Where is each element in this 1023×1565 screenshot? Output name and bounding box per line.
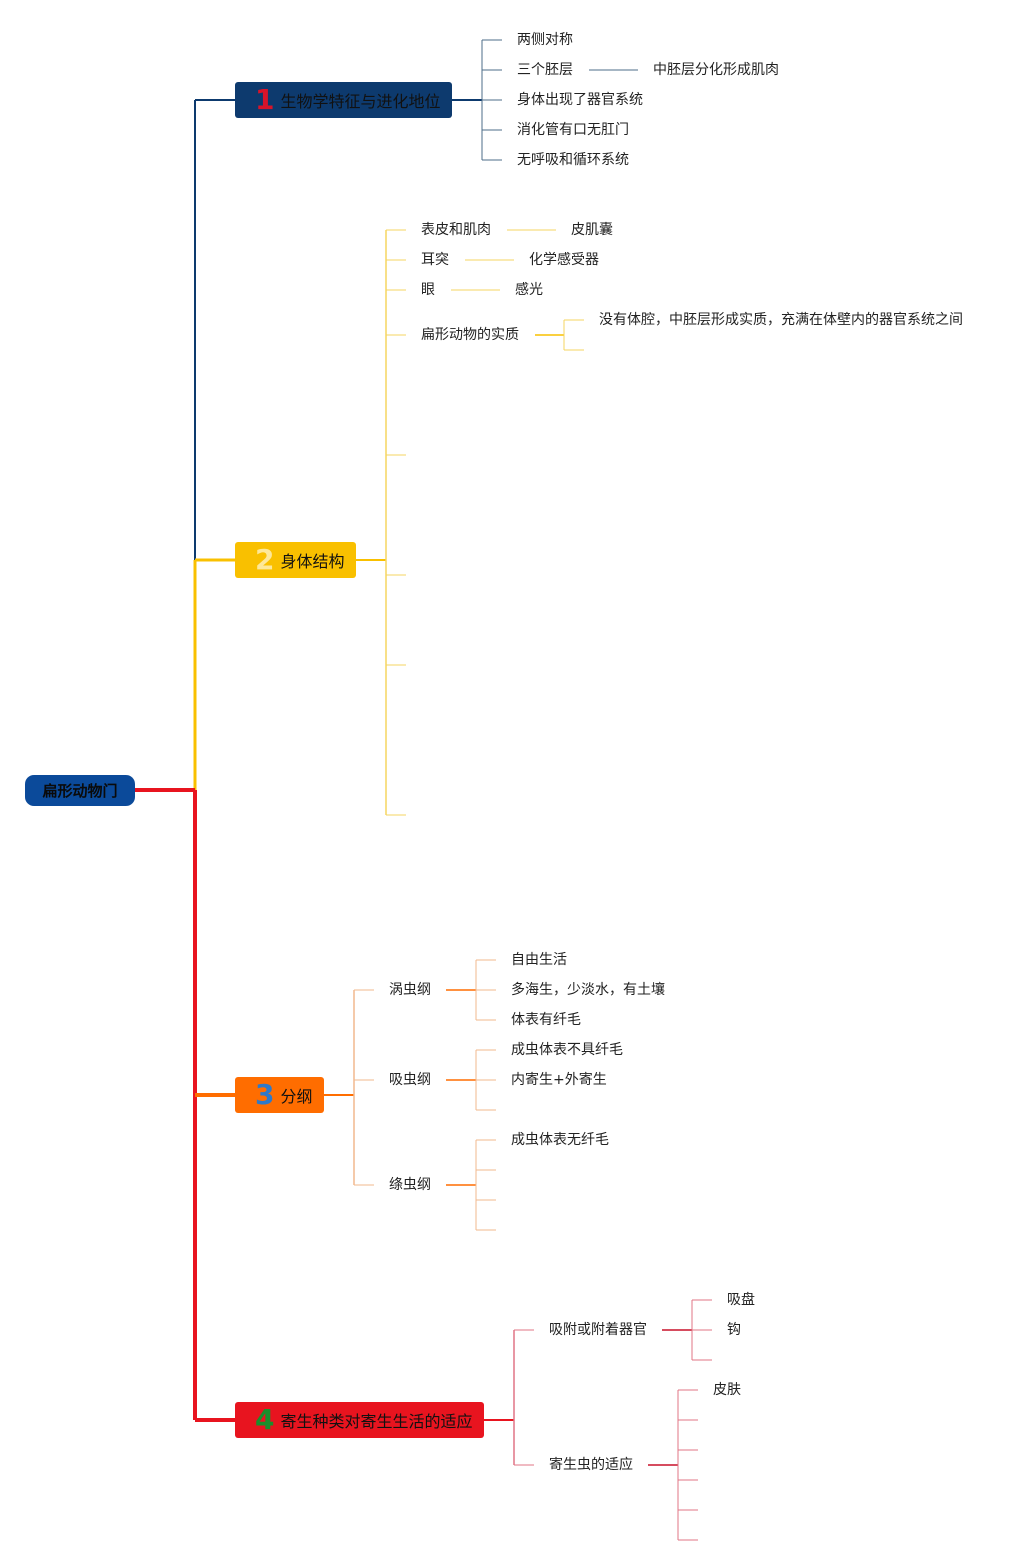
topic-实质说明[interactable]: 没有体腔，中胚层形成实质，充满在体壁内的器官系统之间: [599, 312, 963, 328]
branch-3-number: 3: [255, 1078, 275, 1111]
topic-成虫体表不具纤毛[interactable]: 成虫体表不具纤毛: [511, 1042, 623, 1058]
branch-3-topic[interactable]: 3 分纲: [235, 1077, 324, 1113]
topic-感光[interactable]: 感光: [515, 282, 543, 298]
topic-寄生虫的适应[interactable]: 寄生虫的适应: [549, 1457, 633, 1473]
branch-2-number: 2: [255, 543, 275, 576]
topic-体表有纤毛[interactable]: 体表有纤毛: [511, 1012, 581, 1028]
topic-化学感受器[interactable]: 化学感受器: [529, 252, 599, 268]
branch-4-number: 4: [255, 1403, 275, 1436]
topic-眼[interactable]: 眼: [421, 282, 435, 298]
topic-两侧对称[interactable]: 两侧对称: [517, 32, 573, 48]
topic-表皮和肌肉[interactable]: 表皮和肌肉: [421, 222, 491, 238]
branch-1-number: 1: [255, 83, 275, 116]
topic-涡虫纲[interactable]: 涡虫纲: [389, 982, 431, 998]
topic-器官系统[interactable]: 身体出现了器官系统: [517, 92, 643, 108]
branch-4-label: 寄生种类对寄生生活的适应: [280, 1412, 473, 1431]
topic-皮肤[interactable]: 皮肤: [713, 1382, 741, 1398]
branch-2-topic[interactable]: 2 身体结构: [235, 542, 356, 578]
topic-多海生[interactable]: 多海生，少淡水，有土壤: [511, 982, 665, 998]
topic-无呼吸和循环系统[interactable]: 无呼吸和循环系统: [517, 152, 629, 168]
root-topic[interactable]: 扁形动物门: [25, 775, 135, 806]
branch-2-label: 身体结构: [280, 552, 345, 571]
topic-自由生活[interactable]: 自由生活: [511, 952, 567, 968]
topic-绦虫纲[interactable]: 绦虫纲: [389, 1177, 431, 1193]
branch-1-topic[interactable]: 1 生物学特征与进化地位: [235, 82, 452, 118]
topic-消化管[interactable]: 消化管有口无肛门: [517, 122, 629, 138]
topic-吸盘[interactable]: 吸盘: [727, 1292, 755, 1308]
topic-钩[interactable]: 钩: [727, 1322, 741, 1338]
topic-成虫体表无纤毛[interactable]: 成虫体表无纤毛: [511, 1132, 609, 1148]
topic-吸虫纲[interactable]: 吸虫纲: [389, 1072, 431, 1088]
branch-1-label: 生物学特征与进化地位: [280, 92, 441, 111]
branch-3-label: 分纲: [280, 1087, 313, 1106]
topic-扁形动物的实质[interactable]: 扁形动物的实质: [421, 327, 519, 343]
topic-三个胚层[interactable]: 三个胚层: [517, 62, 573, 78]
topic-耳突[interactable]: 耳突: [421, 252, 449, 268]
topic-皮肌囊[interactable]: 皮肌囊: [571, 222, 613, 238]
topic-吸附或附着器官[interactable]: 吸附或附着器官: [549, 1322, 647, 1338]
branch-4-topic[interactable]: 4 寄生种类对寄生生活的适应: [235, 1402, 484, 1438]
topic-中胚层分化形成肌肉[interactable]: 中胚层分化形成肌肉: [653, 62, 779, 78]
topic-内寄生外寄生[interactable]: 内寄生+外寄生: [511, 1072, 607, 1088]
